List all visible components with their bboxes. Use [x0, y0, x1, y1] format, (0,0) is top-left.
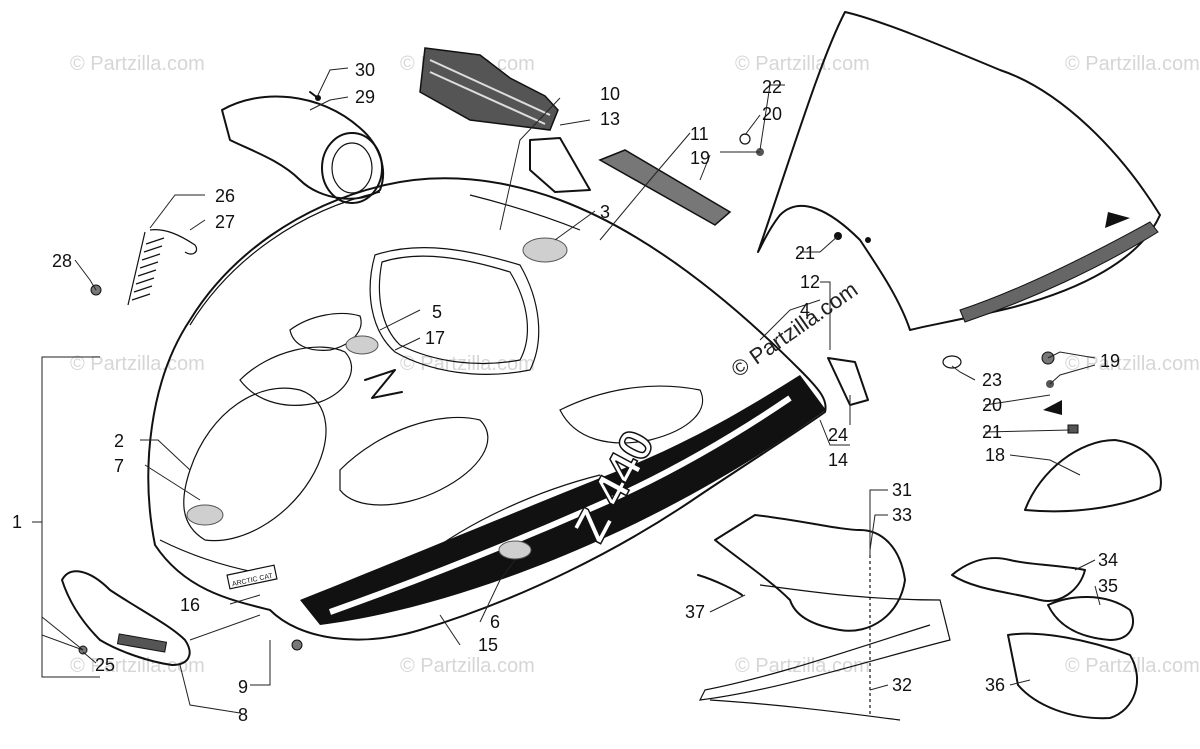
callout-17: 17	[425, 328, 445, 348]
callout-27: 27	[215, 212, 235, 232]
watermark: © Partzilla.com	[735, 53, 870, 75]
watermark: © Partzilla.com	[70, 655, 205, 677]
decal-11-drawing	[598, 149, 732, 226]
callout-20-upper: 20	[762, 104, 782, 124]
callout-12: 12	[800, 272, 820, 292]
callout-22: 22	[762, 77, 782, 97]
callout-32: 32	[892, 675, 912, 695]
callout-4: 4	[800, 300, 810, 320]
callout-30: 30	[355, 60, 375, 80]
callout-21-lower: 21	[982, 422, 1002, 442]
callout-11: 11	[690, 124, 709, 144]
callout-labels: 1 2 3 4 5 6 7 8 9 10 11 12 13 14 15 16 1…	[12, 60, 1120, 725]
callout-24: 24	[828, 425, 848, 445]
pad-36-drawing	[1007, 632, 1139, 720]
decal-10-drawing	[419, 47, 559, 131]
callout-15: 15	[478, 635, 498, 655]
watermark: © Partzilla.com	[1065, 53, 1200, 75]
watermark: © Partzilla.com	[70, 53, 205, 75]
watermark: © Partzilla.com	[70, 353, 205, 375]
leader-lines	[32, 67, 1101, 714]
watermark: © Partzilla.com	[735, 655, 870, 677]
callout-9: 9	[238, 677, 248, 697]
callout-7: 7	[114, 456, 124, 476]
callout-19-lower: 19	[1100, 351, 1120, 371]
callout-19-upper: 19	[690, 148, 710, 168]
callout-34: 34	[1098, 550, 1118, 570]
callout-33: 33	[892, 505, 912, 525]
callout-18: 18	[985, 445, 1005, 465]
front-badge	[226, 564, 278, 590]
callout-26: 26	[215, 186, 235, 206]
callout-29: 29	[355, 87, 375, 107]
decal-3	[522, 237, 568, 263]
pad-34-drawing	[951, 557, 1086, 602]
hood-drawing: Z 440 ARCTIC CAT	[147, 177, 827, 641]
callout-14: 14	[828, 450, 848, 470]
part-drawings: Z 440 ARCTIC CAT	[61, 11, 1162, 721]
callout-36: 36	[985, 675, 1005, 695]
callout-25: 25	[95, 655, 115, 675]
callout-31: 31	[892, 480, 912, 500]
callout-35: 35	[1098, 576, 1118, 596]
callout-20-lower: 20	[982, 395, 1002, 415]
headlight-housing	[221, 95, 385, 204]
hood-spring-drawing	[90, 229, 198, 306]
callout-21-upper: 21	[795, 243, 815, 263]
callout-28: 28	[52, 251, 72, 271]
decal-5	[345, 335, 379, 355]
callout-10: 10	[600, 84, 620, 104]
callout-8: 8	[238, 705, 248, 725]
callout-6: 6	[490, 612, 500, 632]
watermark: © Partzilla.com	[400, 353, 535, 375]
bumper-drawing	[61, 570, 303, 666]
watermark: © Partzilla.com	[400, 655, 535, 677]
callout-16: 16	[180, 595, 200, 615]
pad-35-drawing	[1047, 596, 1135, 641]
side-panel-drawing	[1024, 439, 1162, 513]
watermark-center: © Partzilla.com	[727, 277, 863, 383]
decal-7	[186, 504, 224, 526]
tunnel-drawing	[697, 514, 951, 721]
decal-13-drawing	[529, 137, 591, 193]
callout-3: 3	[600, 202, 610, 222]
stripe-graphic	[300, 375, 826, 625]
callout-23: 23	[982, 370, 1002, 390]
callout-5: 5	[432, 302, 442, 322]
watermark: © Partzilla.com	[1065, 655, 1200, 677]
watermark: © Partzilla.com	[1065, 353, 1200, 375]
callout-1: 1	[12, 512, 22, 532]
decal-6	[498, 540, 532, 560]
callout-13: 13	[600, 109, 620, 129]
z-emblem	[364, 369, 403, 399]
callout-37: 37	[685, 602, 705, 622]
callout-2: 2	[114, 431, 124, 451]
windshield-drawing	[757, 11, 1161, 331]
